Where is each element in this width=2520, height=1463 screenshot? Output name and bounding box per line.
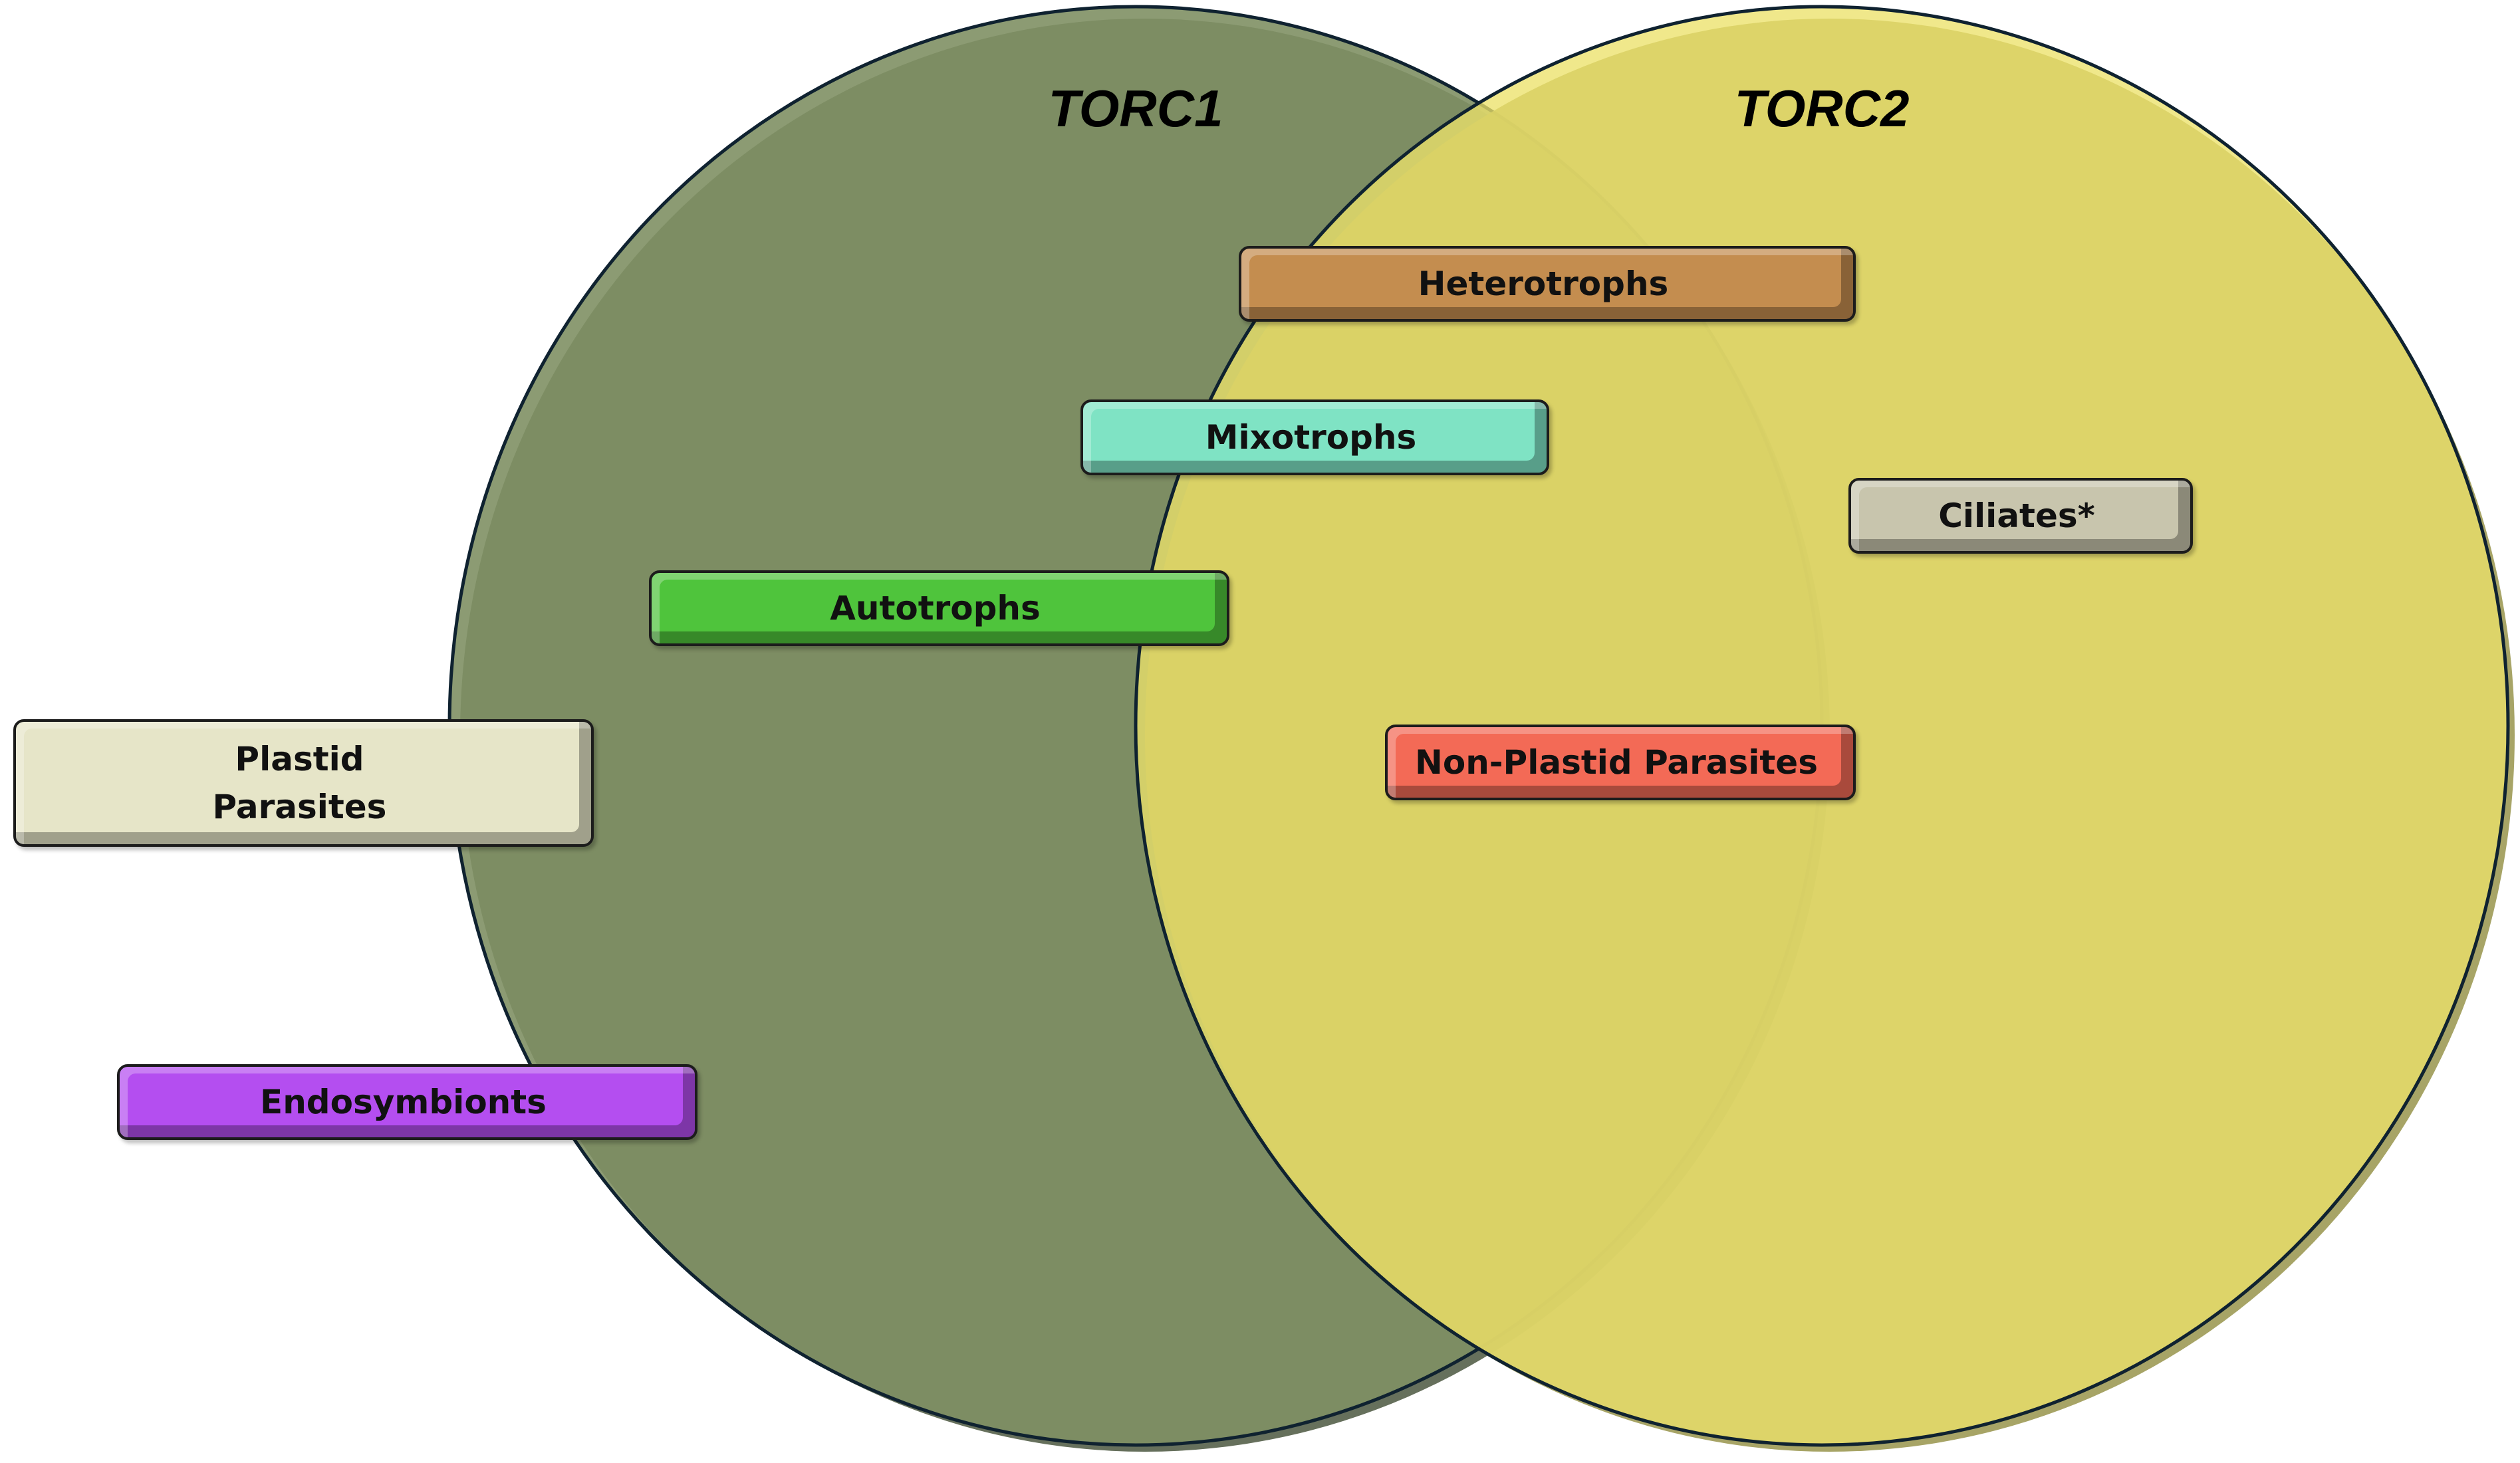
plastid-parasites-text: Plastid Parasites bbox=[212, 740, 387, 826]
heterotrophs-text: Heterotrophs bbox=[1418, 265, 1669, 303]
endosymbionts-label: Endosymbionts bbox=[117, 1064, 697, 1140]
torc1-title: TORC1 bbox=[1049, 79, 1223, 138]
ciliates-text: Ciliates* bbox=[1938, 497, 2095, 535]
endosymbionts-text: Endosymbionts bbox=[260, 1083, 547, 1121]
non-plastid-parasites-label: Non-Plastid Parasites bbox=[1385, 725, 1856, 800]
heterotrophs-label: Heterotrophs bbox=[1239, 246, 1856, 322]
autotrophs-label: Autotrophs bbox=[649, 570, 1229, 646]
torc2-title: TORC2 bbox=[1735, 79, 1910, 138]
mixotrophs-text: Mixotrophs bbox=[1205, 418, 1417, 457]
non-plastid-parasites-text: Non-Plastid Parasites bbox=[1415, 743, 1818, 782]
mixotrophs-label: Mixotrophs bbox=[1080, 399, 1549, 475]
plastid-parasites-label: Plastid Parasites bbox=[13, 719, 594, 847]
ciliates-label: Ciliates* bbox=[1848, 478, 2193, 554]
autotrophs-text: Autotrophs bbox=[830, 589, 1041, 627]
